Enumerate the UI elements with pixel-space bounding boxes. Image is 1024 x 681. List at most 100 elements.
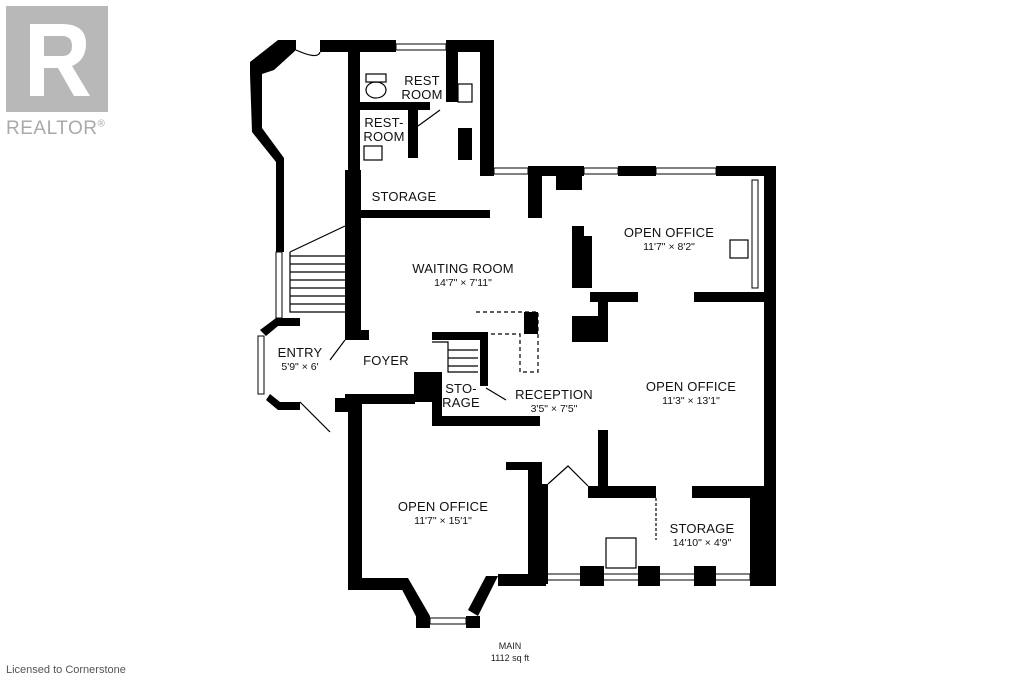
room-dimensions: 3'5" × 7'5": [530, 402, 578, 415]
reception-desk: [476, 311, 539, 373]
wall-north-top-c: [716, 166, 776, 176]
wall-foyer-col: [414, 372, 436, 402]
room-entry: ENTRY 5'9" × 6': [268, 346, 332, 373]
sink-lower: [363, 145, 383, 161]
wall-north-blk: [556, 176, 582, 190]
room-open-office-sw: OPEN OFFICE 11'7" × 15'1": [388, 500, 498, 527]
stairs-small: [432, 341, 478, 373]
room-dimensions: 14'7" × 7'11": [434, 276, 492, 289]
room-name: OPEN OFFICE: [645, 379, 737, 394]
wall-se-vert: [598, 430, 608, 498]
license-text: Licensed to Cornerstone: [6, 664, 126, 676]
door-sw: [547, 465, 589, 487]
room-name: ROOM: [363, 128, 405, 144]
room-name: OPEN OFFICE: [623, 225, 715, 240]
room-dimensions: 11'7" × 8'2": [643, 240, 695, 253]
wall-storage-left: [350, 170, 360, 218]
door-reception: [485, 387, 507, 401]
realtor-logo-text: REALTOR: [6, 118, 98, 139]
window-entry: [257, 335, 265, 395]
room-name: STORAGE: [669, 521, 735, 536]
wall-sw-right2: [538, 484, 548, 584]
registered-mark: ®: [97, 118, 106, 130]
wall-sw-bottom-l: [348, 578, 402, 590]
wall-sw-left: [348, 398, 362, 590]
wall-north-top-b: [618, 166, 656, 176]
wall-stair2-right: [480, 332, 488, 386]
wall-sto-bottom: [432, 416, 540, 426]
room-storage-se: STORAGE 14'10" × 4'9": [654, 522, 750, 549]
room-name: ENTRY: [277, 345, 323, 360]
sink-ne: [729, 239, 749, 259]
floor-area: 1112 sq ft: [490, 653, 530, 663]
window-tower: [275, 251, 283, 319]
room-dimensions: 5'9" × 6': [281, 360, 319, 373]
window-north-a: [493, 167, 529, 175]
room-open-office-ne: OPEN OFFICE 11'7" × 8'2": [614, 226, 724, 253]
door-entry: [299, 401, 331, 433]
wall-north-col: [528, 166, 542, 218]
room-name: RAGE: [442, 394, 480, 410]
room-rest-room-upper: REST ROOM: [396, 74, 448, 101]
window-restroom: [395, 43, 447, 51]
room-name: REST-: [364, 115, 404, 130]
room-name: STO-: [445, 381, 477, 396]
wall-se-pier2: [638, 566, 660, 586]
room-dimensions: 11'7" × 15'1": [414, 514, 472, 527]
wall-foyer-bottom: [345, 394, 415, 404]
wall-entry-upper: [260, 318, 300, 336]
room-dimensions: 14'10" × 4'9": [672, 536, 732, 549]
wall-bay-bottom-l: [416, 616, 430, 628]
room-name: RECEPTION: [515, 387, 593, 402]
door-restroom: [417, 109, 441, 127]
wall-tower-outer: [250, 40, 296, 252]
walls: [250, 40, 776, 628]
wall-bay-bottom-r: [466, 616, 480, 628]
window-bay: [429, 617, 467, 625]
window-ne-east: [751, 179, 759, 289]
room-foyer: FOYER: [360, 354, 412, 368]
room-open-office-e: OPEN OFFICE 11'3" × 13'1": [636, 380, 746, 407]
wall-restroom-right: [480, 40, 494, 176]
wall-stair2-top: [432, 332, 488, 340]
wall-sto-left: [432, 372, 442, 426]
wall-mid-blk: [572, 316, 606, 342]
window-south: [545, 573, 751, 581]
wall-restroom2-right: [408, 110, 418, 158]
room-name: STORAGE: [371, 189, 437, 204]
pillar-storage: [605, 537, 637, 569]
r-icon: [6, 6, 108, 112]
wall-restroom-inner2: [458, 128, 472, 160]
wall-entry-right: [335, 398, 349, 412]
wall-restroom-inner: [446, 52, 458, 102]
wall-restroom-top-l: [348, 40, 396, 52]
wall-sw-top: [506, 462, 542, 470]
realtor-logo-mark: [6, 6, 108, 112]
room-dimensions: 11'3" × 13'1": [662, 394, 720, 407]
room-reception: RECEPTION 3'5" × 7'5": [508, 388, 600, 415]
wall-entry-lower: [266, 394, 300, 410]
wall-east: [764, 166, 776, 586]
wall-se-pier1: [580, 566, 604, 586]
windows: [257, 43, 759, 625]
realtor-logo: REALTOR®: [6, 6, 112, 139]
door-foyer: [329, 339, 346, 361]
floor-name: MAIN: [498, 641, 522, 651]
floor-summary: MAIN 1112 sq ft: [470, 640, 550, 664]
fixtures: [289, 49, 749, 569]
door-tower: [295, 49, 321, 57]
wall-bay-left: [396, 578, 430, 624]
stairs-main: [289, 225, 346, 313]
room-name: ROOM: [401, 86, 443, 102]
wall-storage-bottom: [358, 210, 490, 218]
window-north-b: [583, 167, 619, 175]
wall-mid-col2: [584, 236, 592, 288]
toilet-upper: [365, 81, 387, 99]
room-name: WAITING ROOM: [412, 261, 514, 276]
wall-restroom-mid: [352, 102, 430, 110]
room-name: OPEN OFFICE: [397, 499, 489, 514]
room-name: FOYER: [363, 353, 409, 368]
sink-upper: [457, 83, 473, 103]
wall-mid-col: [572, 226, 584, 288]
